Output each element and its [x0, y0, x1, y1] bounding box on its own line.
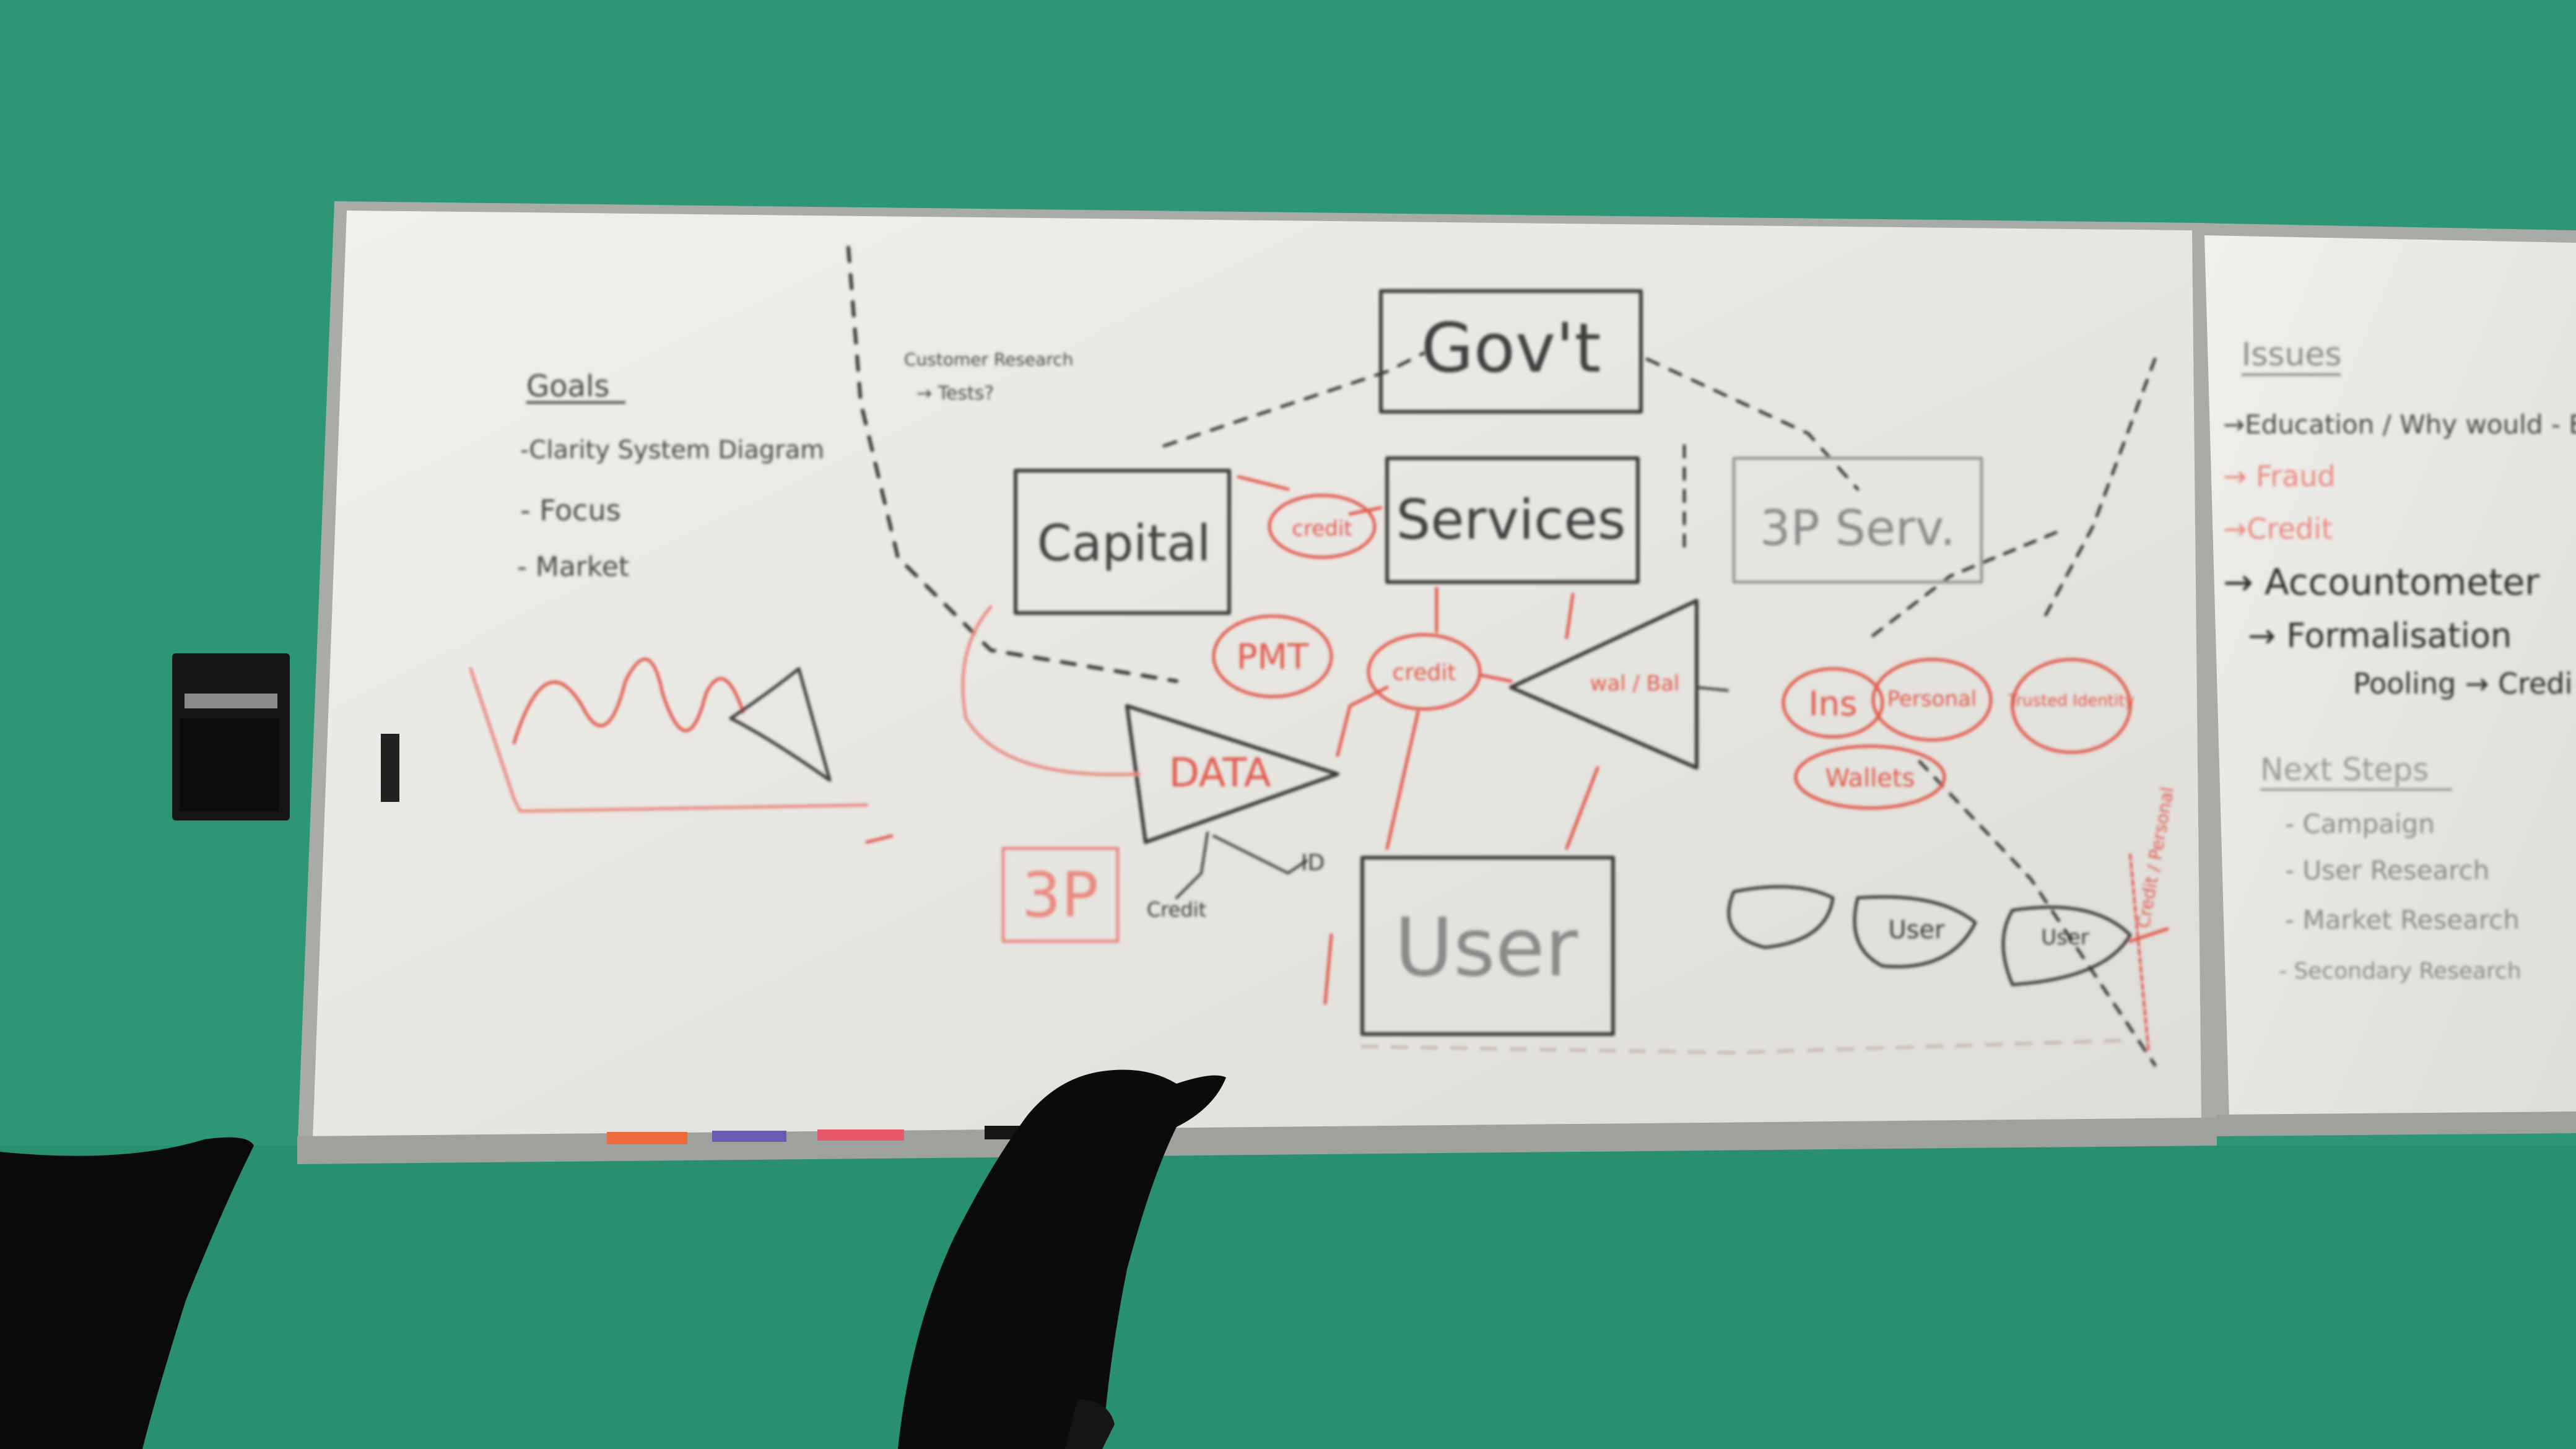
goals-item-2: - Focus — [520, 494, 621, 527]
box-services — [1385, 456, 1640, 584]
label-id: ID — [1301, 850, 1325, 876]
label-user-oval-3: User — [2041, 925, 2089, 950]
eraser-holder — [172, 653, 290, 820]
label-user: User — [1395, 900, 1578, 994]
goals-heading: Goals — [526, 369, 609, 404]
chair-left — [0, 1137, 254, 1449]
label-data: DATA — [1169, 751, 1271, 796]
dashed-boundary-left — [846, 246, 1178, 683]
note-tests: → Tests? — [916, 383, 994, 404]
whiteboard-right — [2192, 223, 2576, 1136]
label-credit: credit — [1393, 660, 1456, 685]
arrow-data-credit — [1336, 685, 1389, 757]
label-credit-capital: credit — [1292, 516, 1352, 541]
arrow-left-small — [865, 834, 894, 844]
arrow-red-bottom — [1323, 933, 1333, 1005]
marker-tray — [297, 1118, 2217, 1164]
label-3p-services: 3P Serv. — [1760, 501, 1956, 557]
label-personal: Personal — [1887, 687, 1977, 711]
issues-heading: Issues — [2242, 336, 2342, 373]
dashed-right-3 — [1918, 760, 2157, 1067]
oval-credit — [1367, 633, 1482, 711]
sketch-bell — [729, 667, 832, 782]
oval-ins — [1782, 667, 1884, 739]
chair-center — [898, 1069, 1226, 1449]
oval-user-3 — [2001, 905, 2132, 986]
issues-item-6: Pooling → Credi — [2353, 667, 2572, 700]
next-item-1: - Campaign — [2285, 809, 2435, 839]
issues-item-3: →Credit — [2223, 512, 2333, 546]
marker-purple — [712, 1131, 786, 1142]
marker-orange — [607, 1132, 687, 1144]
box-user — [1360, 856, 1615, 1036]
label-wallets: Wallets — [1825, 764, 1915, 793]
vertical-red-note — [2129, 853, 2150, 1054]
wallet-triangle — [1509, 599, 1699, 770]
box-capital — [1014, 469, 1231, 615]
dashed-bottom — [1360, 1038, 2132, 1055]
line-data-id — [1212, 835, 1308, 874]
goals-item-1: -Clarity System Diagram — [520, 436, 824, 464]
label-govt: Gov't — [1421, 308, 1601, 388]
box-3p — [1001, 846, 1120, 943]
line-data-credit — [1175, 832, 1209, 899]
oval-wallets — [1794, 744, 1946, 810]
arrow-right-bottom — [2128, 927, 2169, 943]
arrow-credit-capital — [1237, 475, 1290, 491]
next-item-2: - User Research — [2285, 855, 2489, 886]
oval-trusted-identity — [2011, 658, 2132, 754]
dashed-line-govt-capital — [1162, 351, 1426, 448]
sketch-wave — [512, 658, 745, 745]
next-steps-heading: Next Steps — [2260, 752, 2429, 788]
oval-personal — [1871, 658, 1993, 742]
whiteboard-left — [297, 201, 2217, 1164]
label-capital: Capital — [1037, 515, 1211, 572]
label-services: Services — [1396, 488, 1625, 552]
next-item-4: - Secondary Research — [2279, 959, 2522, 984]
note-customer-research: Customer Research — [904, 349, 1073, 370]
board-clip — [381, 734, 399, 802]
next-item-3: - Market Research — [2285, 905, 2520, 935]
marker-red — [817, 1129, 904, 1141]
line-wallet-ins — [1695, 686, 1729, 692]
wall-lower-shade — [0, 1146, 2576, 1449]
label-pmt: PMT — [1237, 637, 1309, 677]
issues-item-2: → Fraud — [2223, 459, 2336, 493]
label-ins: Ins — [1809, 684, 1857, 723]
oval-pmt — [1212, 614, 1333, 698]
oval-user-2 — [1853, 895, 1977, 968]
arrow-services-credit — [1348, 506, 1383, 516]
label-3p: 3P — [1022, 859, 1099, 931]
arrow-services-wallet — [1565, 593, 1575, 640]
box-govt — [1379, 289, 1643, 414]
dashed-right-2 — [1868, 531, 2058, 640]
goals-item-3: - Market — [517, 551, 629, 583]
dashed-right — [2042, 357, 2157, 621]
label-credit-small: Credit — [1147, 898, 1206, 921]
arrow-credit-wallet — [1478, 673, 1513, 683]
issues-item-5: → Formalisation — [2248, 616, 2512, 655]
oval-credit-capital — [1268, 494, 1377, 559]
arrow-credit-user — [1385, 710, 1420, 850]
arrow-wallet-user — [1565, 766, 1599, 850]
box-3p-services — [1732, 456, 1983, 584]
issues-item-4: → Accountometer — [2223, 561, 2539, 603]
oval-user-1 — [1727, 885, 1835, 949]
label-wallet-balance: wal / Bal — [1590, 671, 1680, 696]
label-trusted-identity: Trusted Identity — [2008, 692, 2134, 710]
dashed-line-govt-3p — [1645, 357, 1860, 491]
label-user-oval-2: User — [1888, 916, 1945, 944]
issues-item-1: →Education / Why would - Ban — [2223, 409, 2576, 440]
sketch-axes — [469, 667, 869, 813]
arrow-data-loop — [961, 605, 1141, 777]
